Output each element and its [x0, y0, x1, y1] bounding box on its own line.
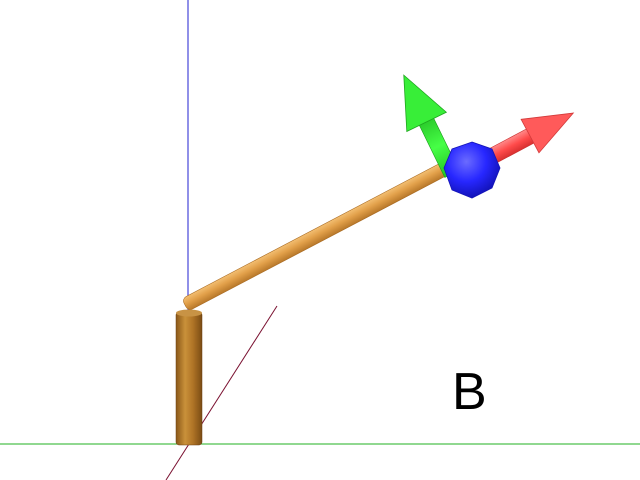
- robot-arm-link[interactable]: [182, 162, 449, 311]
- robot-base-link-top: [176, 309, 202, 317]
- z-axis-line: [165, 305, 278, 480]
- joint-sphere-icon[interactable]: [443, 141, 501, 199]
- robot-base-link[interactable]: [175, 311, 203, 446]
- viewport-label: B: [452, 363, 487, 421]
